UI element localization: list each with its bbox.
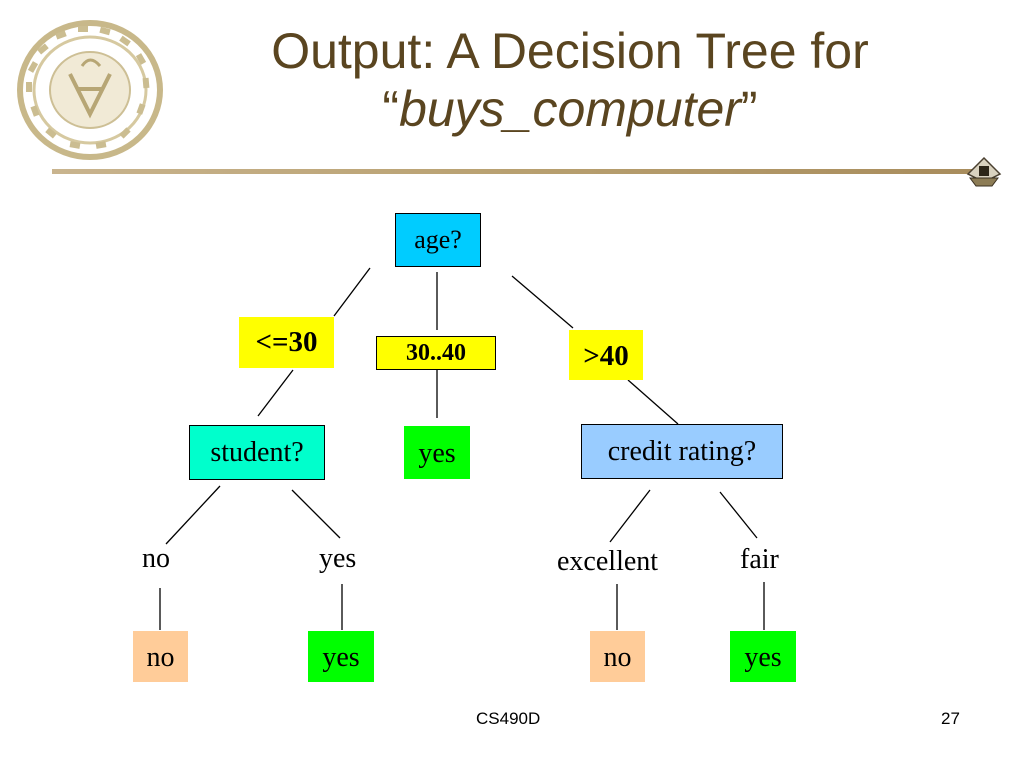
leaf-mid-yes-label: yes <box>418 438 456 469</box>
university-seal-icon <box>17 20 163 160</box>
node-age: age? <box>395 213 481 267</box>
student-branch-no: no <box>142 543 170 574</box>
title-emphasis: buys_computer <box>399 81 741 137</box>
leaf-student-no: no <box>133 631 188 682</box>
node-credit-rating-label: credit rating? <box>607 436 757 467</box>
edge-credit-excellent <box>609 489 651 543</box>
edge-student-yes <box>291 489 341 539</box>
node-age-label: age? <box>414 225 462 254</box>
title-close-quote: ” <box>740 81 758 137</box>
edge-gt40-credit <box>627 379 679 425</box>
title-line-1: Output: A Decision Tree for <box>271 23 869 79</box>
leaf-student-yes-label: yes <box>322 642 360 673</box>
node-student-label: student? <box>210 437 304 468</box>
title-rule <box>52 169 982 174</box>
leaf-credit-fair-yes-label: yes <box>744 642 782 673</box>
edge-le30-student <box>257 369 294 417</box>
edge-student-no <box>165 485 221 545</box>
branch-le30-label: <=30 <box>255 326 318 358</box>
leaf-credit-excellent-no: no <box>590 631 645 682</box>
leaf-credit-fair-yes: yes <box>730 631 796 682</box>
leaf-mid-yes: yes <box>404 426 470 479</box>
title-open-quote: “ <box>382 81 400 137</box>
student-branch-yes: yes <box>319 543 357 574</box>
branch-le30: <=30 <box>239 317 334 368</box>
edge-root-gt40 <box>511 275 574 329</box>
edge-root-le30 <box>333 267 371 317</box>
credit-branch-excellent: excellent <box>557 546 659 577</box>
leaf-student-yes: yes <box>308 631 374 682</box>
footer-page-number: 27 <box>941 709 960 728</box>
branch-gt40-label: >40 <box>583 340 629 372</box>
node-credit-rating: credit rating? <box>581 424 783 479</box>
branch-mid-label: 30..40 <box>406 340 466 366</box>
title-line-2: “buys_computer” <box>175 80 965 138</box>
branch-gt40: >40 <box>569 330 643 380</box>
credit-branch-fair: fair <box>740 544 779 575</box>
footer-course: CS490D <box>476 709 541 728</box>
edge-credit-fair <box>719 491 758 539</box>
leaf-student-no-label: no <box>146 642 175 673</box>
node-student: student? <box>189 425 325 480</box>
branch-mid: 30..40 <box>376 336 496 370</box>
university-mark-icon <box>966 156 1002 187</box>
leaf-credit-excellent-no-label: no <box>603 642 632 673</box>
slide-title: Output: A Decision Tree for “buys_comput… <box>175 22 965 138</box>
